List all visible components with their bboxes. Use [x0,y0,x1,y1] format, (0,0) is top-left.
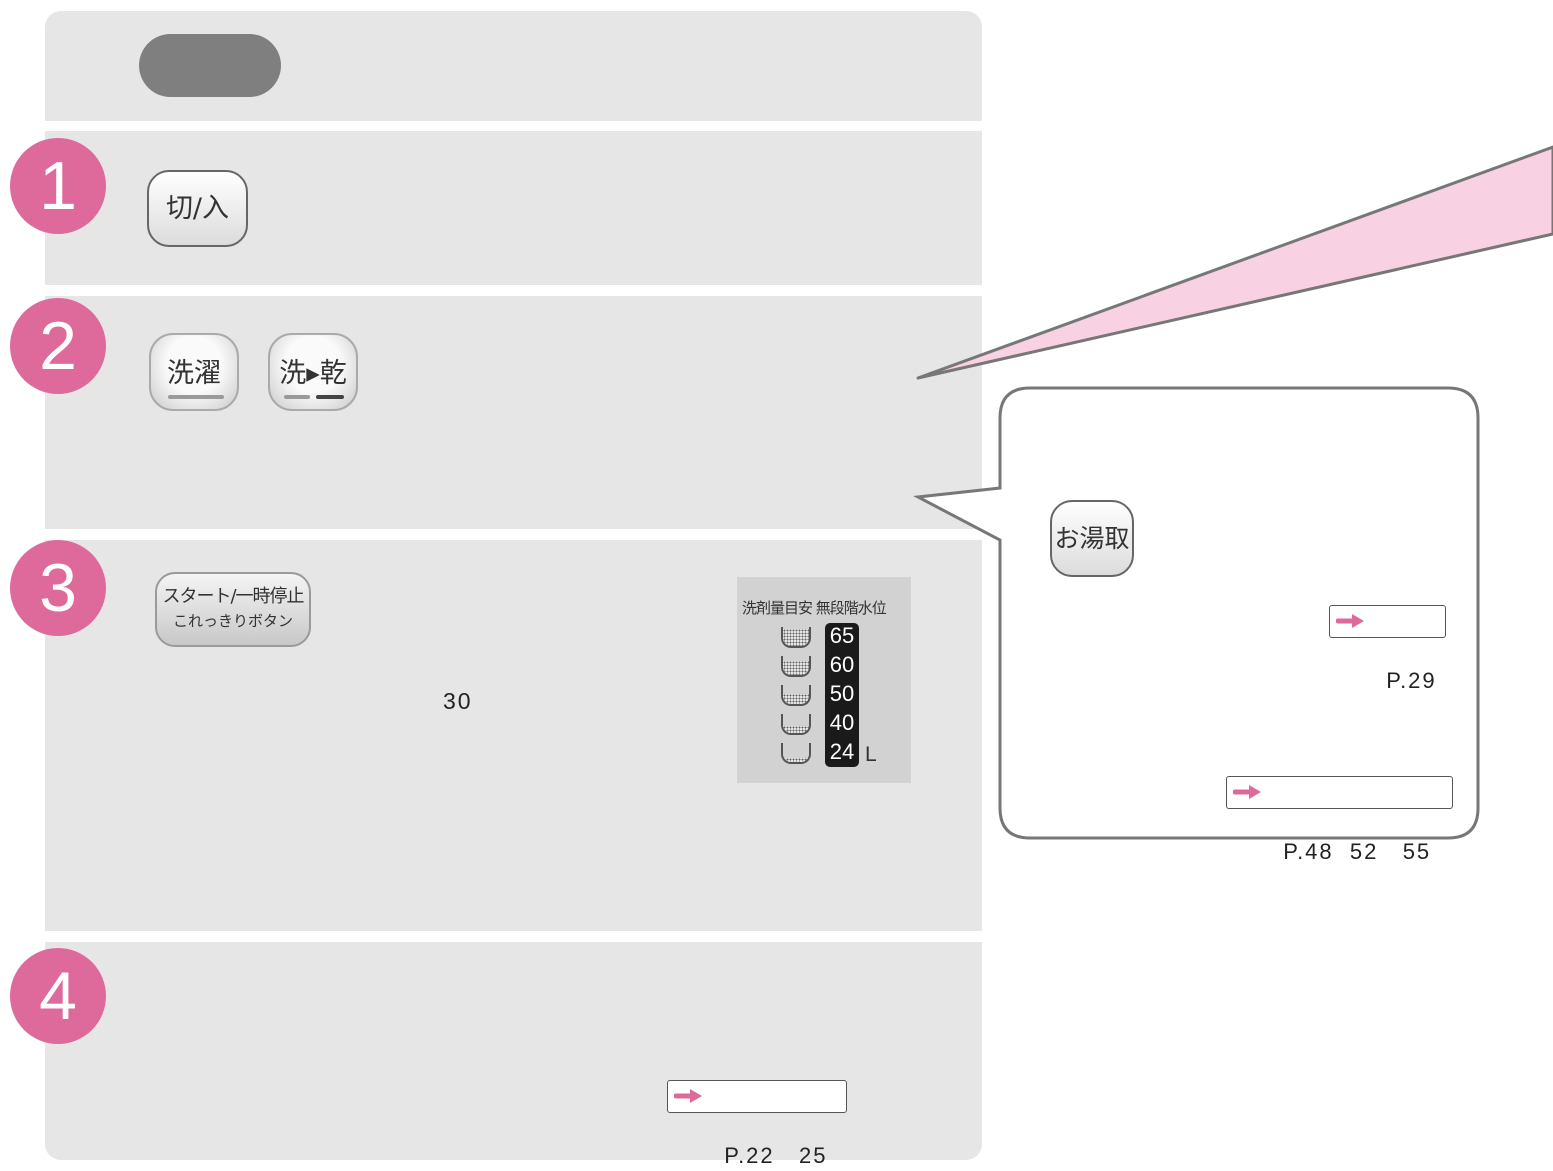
speech-bubble [912,386,1480,840]
time-value: 30 [443,688,473,714]
page-reference-p22[interactable]: P.22 25 [667,1080,847,1168]
bath-water-button[interactable]: お湯取 [1050,500,1134,577]
page-reference-p29[interactable]: P.29 [1329,605,1446,693]
page-reference-text: P.29 [1386,668,1437,693]
water-level-label: 無段階水位 [815,599,887,617]
detergent-cup-icon [781,627,811,648]
water-level-unit: L [865,743,877,766]
step-3-badge: 3 [10,540,106,636]
water-level-value: 65 [829,623,855,648]
wash-dry-course-label: 洗▸乾 [279,358,347,389]
level-display [825,623,859,767]
arrow-right-icon [1233,785,1261,799]
cup-fill [783,758,809,762]
detergent-cup-icon [781,656,811,677]
zoom-beam [916,145,1553,380]
step-2-badge: 2 [10,298,106,394]
gauge-header: 洗剤量目安 無段階水位 [742,597,887,618]
header-panel [45,11,982,121]
water-level-value: 60 [829,652,855,677]
page-reference-p48[interactable]: P.48 52 55 [1226,776,1453,864]
water-level-value: 24 [829,739,855,764]
wash-course-label: 洗濯 [167,358,221,389]
cup-fill [783,725,809,733]
arrow-right-icon [674,1089,702,1103]
step-4-panel [45,942,982,1160]
wash-dry-indicator-dry [316,395,344,399]
heading-pill [139,34,281,97]
wash-dry-course-button[interactable]: 洗▸乾 [268,333,358,411]
start-pause-button[interactable]: スタート/一時停止 これっきりボタン [155,572,311,647]
arrow-right-icon [1336,614,1364,628]
korekkiri-label: これっきりボタン [172,612,293,630]
detergent-cup-icon [781,685,811,706]
detergent-cup-icon [781,743,811,764]
wash-course-indicator [168,395,224,399]
cup-fill [783,693,809,704]
water-level-gauge: 洗剤量目安 無段階水位 65 60 50 40 24 L [737,577,911,783]
cup-fill [783,661,809,675]
page-reference-text: P.48 52 55 [1283,839,1432,864]
detergent-cup-icon [781,714,811,735]
cup-fill [783,628,809,646]
step-1-badge: 1 [10,138,106,234]
page-reference-text: P.22 25 [724,1143,828,1168]
start-pause-label: スタート/一時停止 [162,586,304,607]
water-level-value: 40 [829,710,855,735]
step-4-badge: 4 [10,948,106,1044]
water-level-value: 50 [829,681,855,706]
detergent-guide-label: 洗剤量目安 [742,599,813,617]
wash-course-button[interactable]: 洗濯 [149,333,239,411]
power-button[interactable]: 切/入 [147,170,248,247]
wash-dry-indicator-wash [284,395,310,399]
